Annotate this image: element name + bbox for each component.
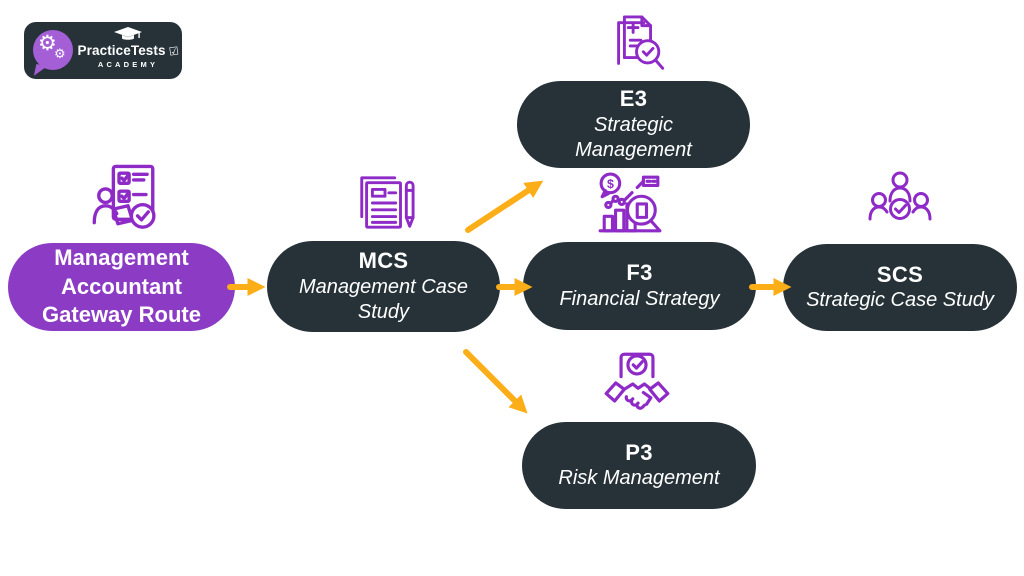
report-review-icon [617, 15, 665, 70]
team-check-icon [868, 171, 932, 221]
node-f3: F3 Financial Strategy [523, 242, 756, 330]
brand-tagline: ACADEMY [97, 60, 159, 69]
p3-name: Risk Management [558, 467, 720, 490]
e3-name: Strategic Management [575, 113, 692, 162]
f3-name: Financial Strategy [559, 287, 720, 310]
scs-code: SCS [876, 261, 924, 287]
arrow-mcs-p3 [463, 349, 528, 414]
practicetests-academy-logo: ⚙ ⚙ PracticeTests ☑ ACADEMY [24, 22, 182, 79]
gear-icon: ⚙ [38, 31, 57, 55]
document-pencil-icon [360, 176, 415, 229]
speech-bubble-icon: ⚙ ⚙ [33, 30, 73, 70]
person-checklist-icon [92, 164, 156, 229]
handshake-check-icon [604, 352, 670, 410]
scs-name: Strategic Case Study [806, 289, 994, 312]
svg-text:$: $ [607, 177, 614, 191]
checkbox-icon: ☑ [167, 44, 180, 59]
graduation-cap-icon [114, 27, 142, 40]
node-mcs: MCS Management Case Study [267, 241, 500, 332]
node-gateway: Management Accountant Gateway Route [8, 243, 235, 331]
node-p3: P3 Risk Management [522, 422, 756, 509]
e3-code: E3 [619, 86, 648, 112]
mcs-code: MCS [358, 248, 409, 274]
gateway-label: Management Accountant Gateway Route [42, 245, 201, 328]
node-scs: SCS Strategic Case Study [783, 244, 1017, 331]
mcs-name: Management Case Study [299, 275, 468, 324]
logo-text: PracticeTests ☑ ACADEMY [77, 27, 179, 69]
brand-name: PracticeTests [77, 43, 166, 58]
arrow-mcs-e3 [465, 180, 544, 233]
gear-icon: ⚙ [54, 47, 66, 62]
node-e3: E3 Strategic Management [517, 81, 750, 168]
p3-code: P3 [625, 439, 653, 465]
f3-code: F3 [626, 260, 653, 286]
financial-analysis-icon: $ [598, 172, 662, 233]
